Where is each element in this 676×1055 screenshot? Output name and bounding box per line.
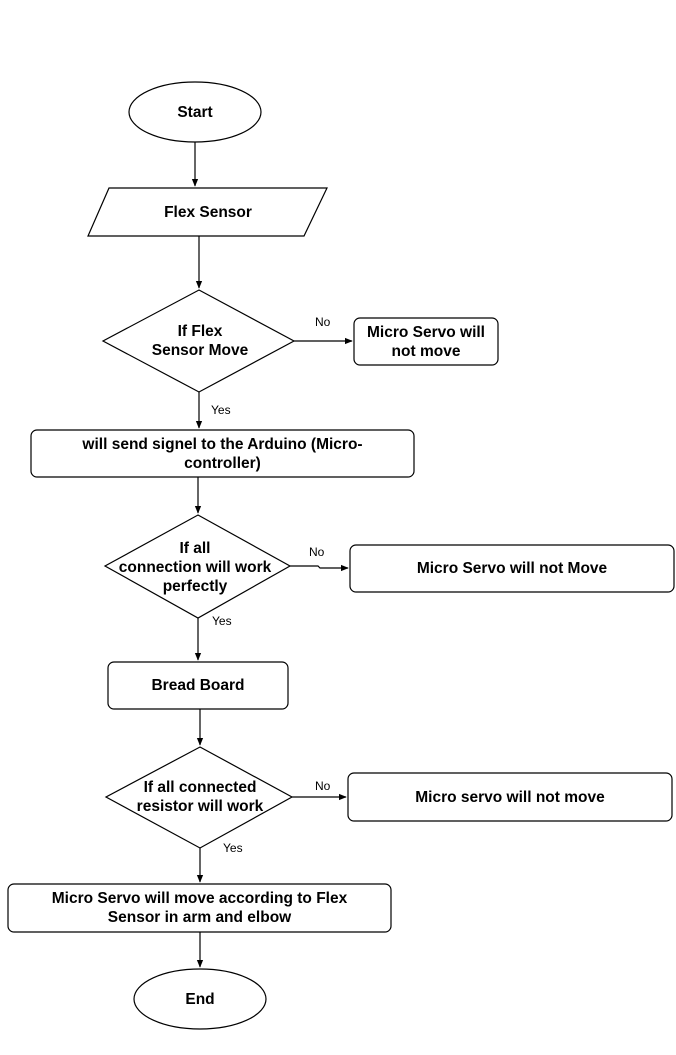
servo-not-move-1-box <box>353 317 499 366</box>
edge-label-yes-3: Yes <box>223 841 243 855</box>
servo-not-move-2-label: Micro Servo will not Move <box>350 545 674 592</box>
servo-not-move-3-box <box>347 772 673 822</box>
servo-not-move-2-box <box>349 544 675 593</box>
end-terminal <box>133 968 267 1030</box>
flex-sensor-text: Flex Sensor <box>164 203 252 221</box>
edge-label-no-2: No <box>309 545 325 559</box>
decision-flex-text-2: Sensor Move <box>151 342 249 359</box>
servo-not-move-1-text-1: Micro Servo will <box>366 323 485 341</box>
end-label: End <box>134 969 266 1029</box>
decision-flex-label: If Flex Sensor Move <box>120 312 280 370</box>
decision-resistor-label: If all connected resistor will work <box>110 776 290 818</box>
servo-moves-text-1: Micro Servo will move according to Flex <box>51 890 348 907</box>
decision-flex-text-1: If Flex <box>177 323 223 340</box>
end-text: End <box>185 990 215 1008</box>
start-label: Start <box>129 82 261 142</box>
servo-not-move-2-text: Micro Servo will not Move <box>416 560 608 577</box>
servo-moves-text-2: Sensor in arm and elbow <box>107 909 292 926</box>
servo-not-move-1-text-2: not move <box>391 342 461 360</box>
servo-not-move-1-label: Micro Servo will not move <box>354 318 498 365</box>
edge-label-yes-1: Yes <box>211 403 231 417</box>
bread-board-box <box>107 661 289 710</box>
servo-not-move-3-text: Micro servo will not move <box>415 788 605 806</box>
edge-label-no-1: No <box>315 315 331 329</box>
send-signal-box <box>30 429 415 478</box>
flex-sensor-label: Flex Sensor <box>98 188 318 236</box>
send-signal-label: will send signel to the Arduino (Micro- … <box>31 430 414 477</box>
flex-sensor-input <box>87 187 328 237</box>
bread-board-text: Bread Board <box>151 677 245 694</box>
servo-not-move-3-label: Micro servo will not move <box>348 773 672 821</box>
edge-label-yes-2: Yes <box>212 614 232 628</box>
decision-connection-text-1: If all <box>179 539 211 557</box>
edge-decision-connection-no <box>290 564 349 572</box>
send-signal-text-1: will send signel to the Arduino (Micro- <box>82 435 363 453</box>
decision-resistor-text-1: If all connected <box>143 779 257 796</box>
bread-board-label: Bread Board <box>108 662 288 709</box>
decision-connection-text-3: perfectly <box>162 577 228 595</box>
decision-connection-text-2: connection will work <box>118 558 272 576</box>
decision-resistor-text-2: resistor will work <box>136 798 264 815</box>
servo-moves-label: Micro Servo will move according to Flex … <box>8 884 391 932</box>
start-text: Start <box>177 103 213 121</box>
edge-label-no-3: No <box>315 779 331 793</box>
decision-connection-label: If all connection will work perfectly <box>100 536 290 598</box>
send-signal-text-2: controller) <box>184 454 261 472</box>
